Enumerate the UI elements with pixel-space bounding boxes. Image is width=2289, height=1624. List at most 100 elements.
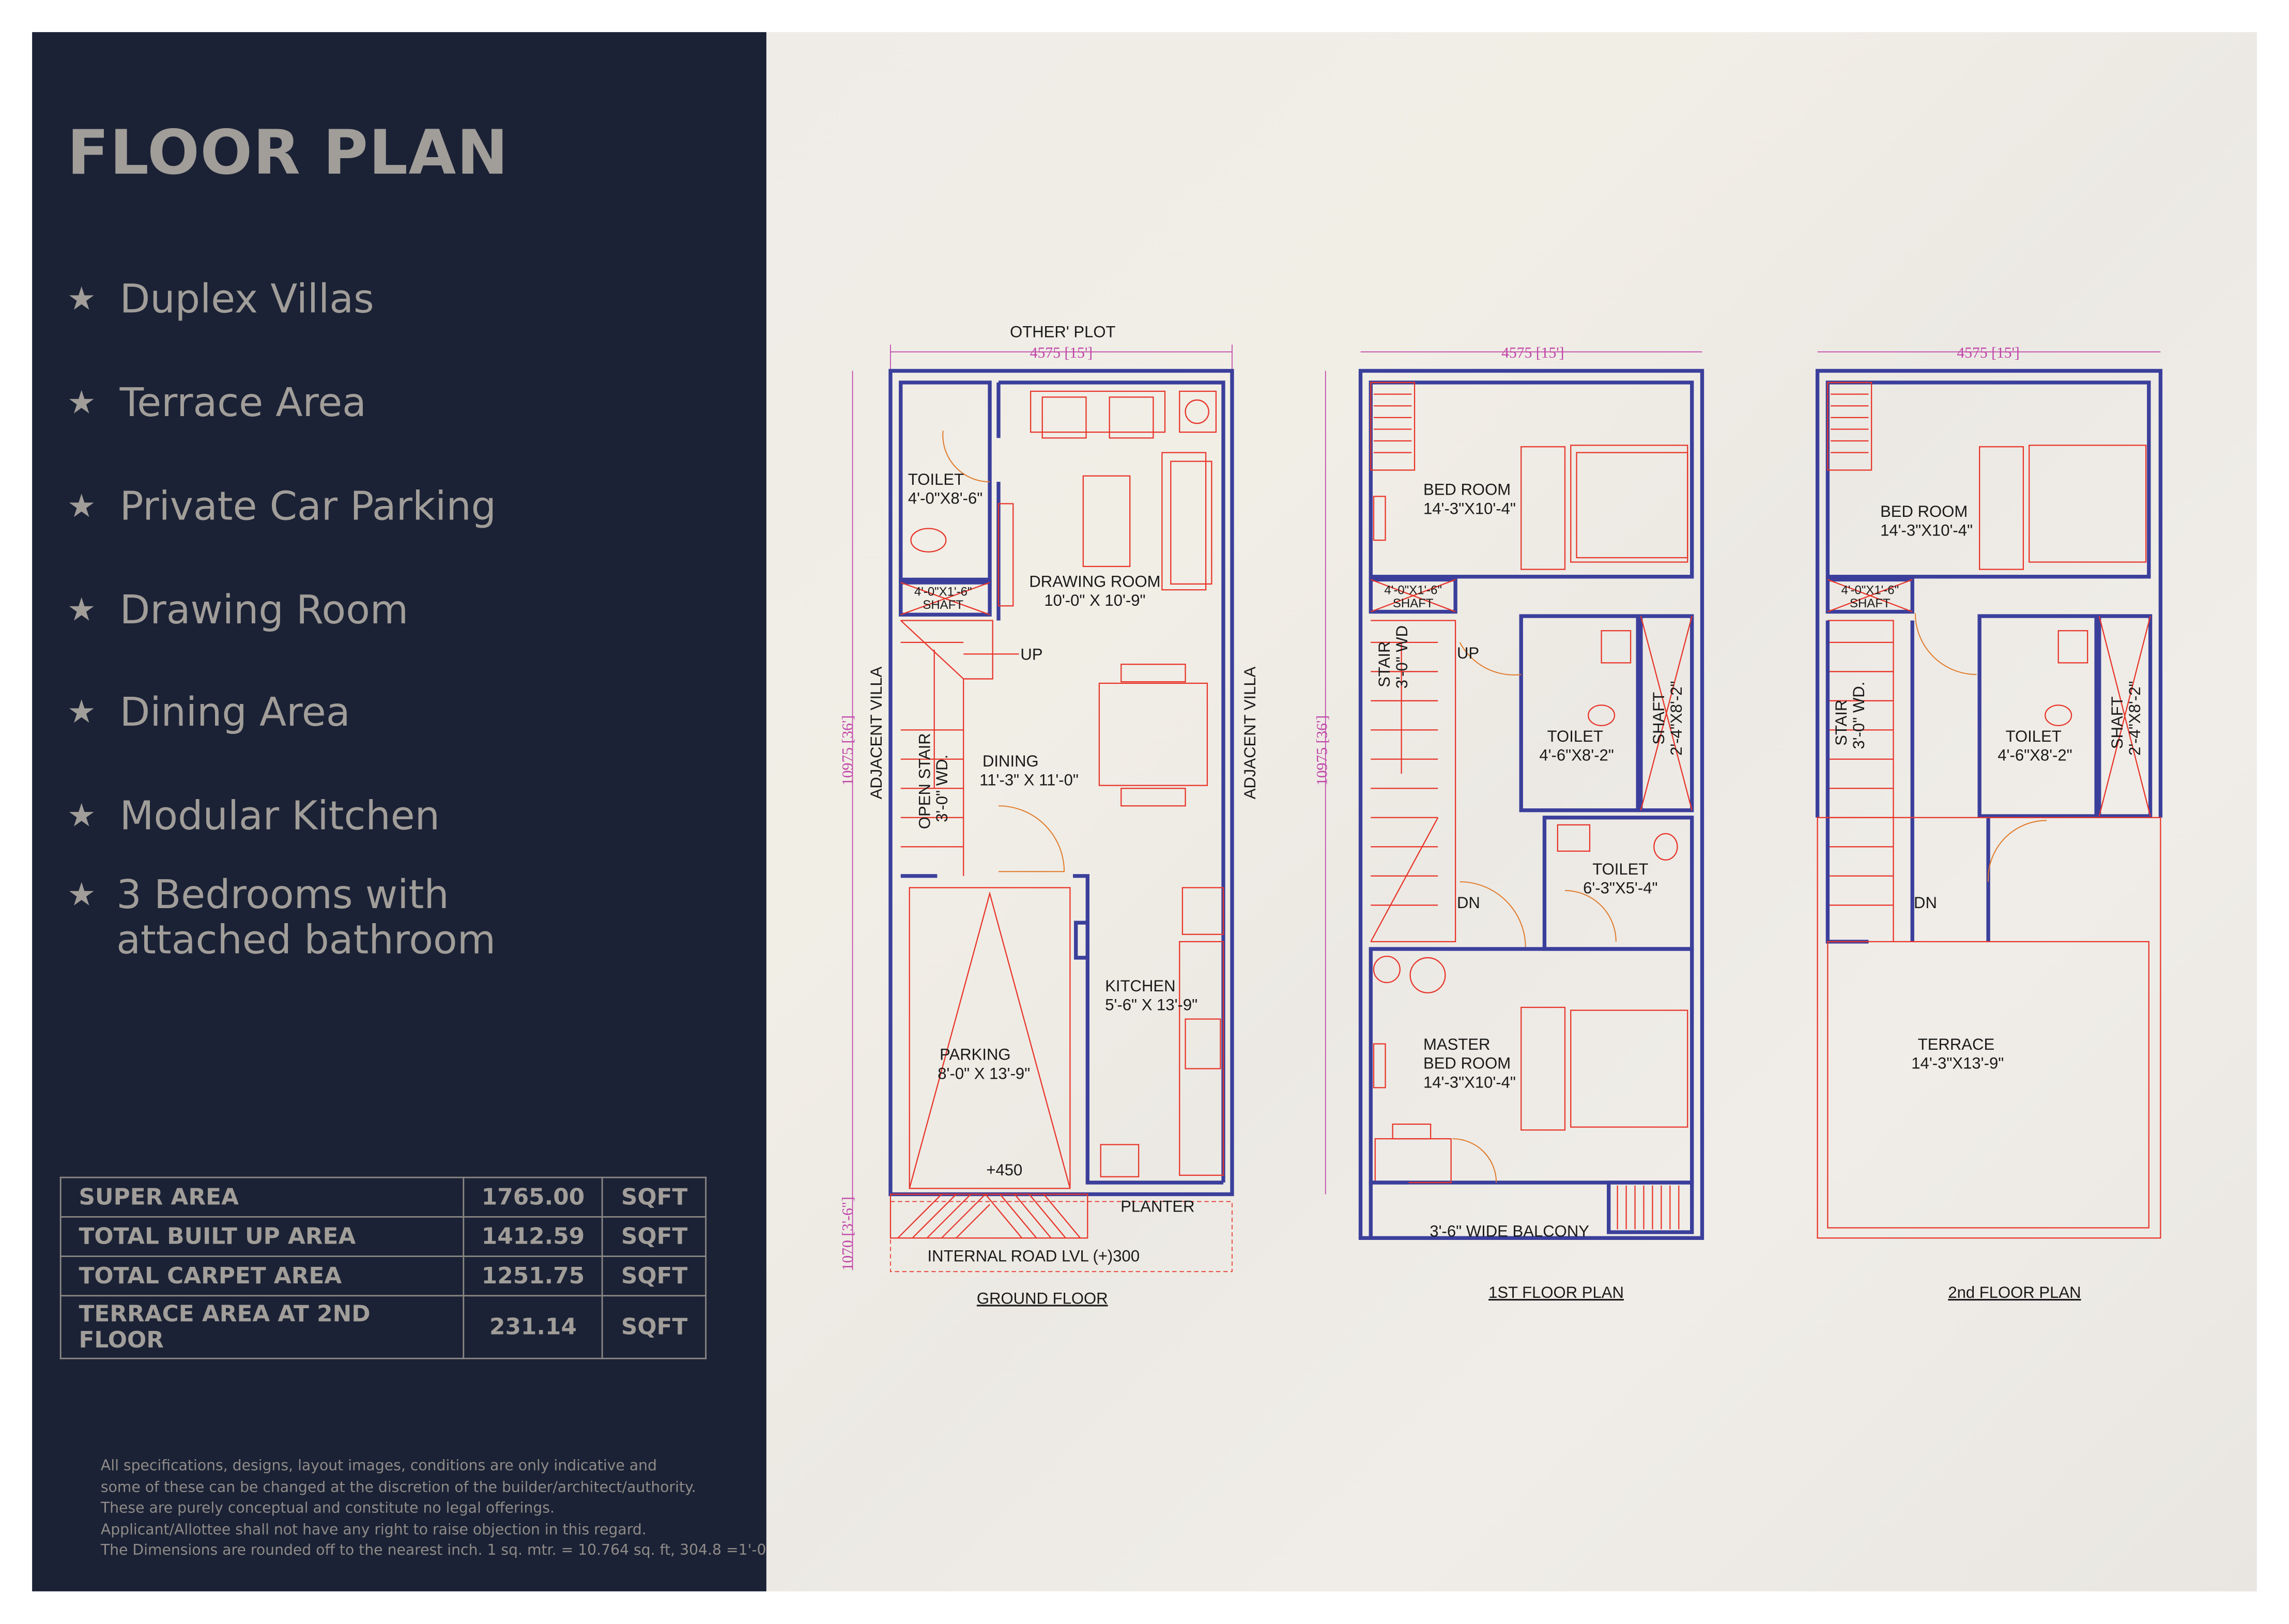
star-icon: ★ <box>67 695 96 732</box>
feature-item: ★ 3 Bedrooms with attached bathroom <box>67 873 622 963</box>
room-size: 4'-0"X1'-6" <box>1384 584 1442 597</box>
feature-item: ★ Drawing Room <box>67 588 408 634</box>
room-size: 6'-3"X5'-4" <box>1583 879 1657 897</box>
room-label: 3'-6" WIDE BALCONY <box>1430 1222 1589 1240</box>
room-label: SHAFT <box>1650 692 1668 745</box>
stair-direction: UP <box>1457 644 1479 662</box>
feature-label: Drawing Room <box>119 588 409 634</box>
adjacent-villa-right: ADJACENT VILLA <box>1241 666 1259 799</box>
room-label: DINING <box>982 752 1039 770</box>
area-label: TOTAL BUILT UP AREA <box>59 1216 464 1257</box>
room-size: 14'-3"X10'-4" <box>1880 522 1973 540</box>
stair-direction: DN <box>1914 894 1937 912</box>
room-label: SHAFT <box>1393 596 1434 610</box>
room-label: STAIR <box>1375 641 1393 687</box>
room-size: 4'-0"X8'-6" <box>908 489 982 507</box>
width-dimension: 4575 [15'] <box>1957 345 2019 361</box>
room-label: BED ROOM <box>1880 502 1968 520</box>
feature-item: ★ Modular Kitchen <box>67 794 440 840</box>
room-label: STAIR <box>1832 700 1850 746</box>
area-unit: SQFT <box>602 1216 707 1257</box>
room-size: 14'-3"X10'-4" <box>1423 499 1516 517</box>
area-label: TERRACE AREA AT 2ND FLOOR <box>59 1295 464 1359</box>
room-label: SHAFT <box>1850 596 1891 610</box>
star-icon: ★ <box>67 799 96 835</box>
room-label: TOILET <box>1547 727 1603 745</box>
road-label: INTERNAL ROAD LVL (+)300 <box>928 1247 1140 1265</box>
plan-caption: 1ST FLOOR PLAN <box>1488 1283 1624 1301</box>
plan-caption: GROUND FLOOR <box>977 1289 1108 1307</box>
disclaimer: All specifications, designs, layout imag… <box>101 1457 766 1564</box>
room-size: 11'-3" X 11'-0" <box>979 771 1079 789</box>
area-value: 1765.00 <box>463 1176 604 1218</box>
star-icon: ★ <box>67 385 96 422</box>
feature-item: ★ Dining Area <box>67 691 350 736</box>
ground-floor-plan: OTHER' PLOT 4575 [15'] 10975 [36'] 1070 … <box>840 323 1259 1307</box>
room-label: MASTER <box>1423 1035 1490 1053</box>
room-label: TOILET <box>2006 727 2062 745</box>
feature-item: ★ Duplex Villas <box>67 278 374 323</box>
room-size: 4'-0"X1'-6" <box>1841 584 1899 597</box>
width-dimension: 4575 [15'] <box>1030 345 1093 361</box>
feature-label: Modular Kitchen <box>119 794 440 840</box>
star-icon: ★ <box>67 282 96 318</box>
room-size: 8'-0" X 13'-9" <box>938 1064 1030 1082</box>
area-label: SUPER AREA <box>59 1176 464 1218</box>
area-label: TOTAL CARPET AREA <box>59 1255 464 1297</box>
star-icon: ★ <box>67 877 96 914</box>
room-label: PLANTER <box>1120 1197 1194 1215</box>
second-floor-plan: 4575 [15'] BED ROOM 14'-3"X10'-4" 4'-0"X… <box>1815 345 2163 1301</box>
room-label: BED ROOM <box>1423 481 1511 499</box>
first-floor-plan: 4575 [15'] 10975 [36'] BED ROOM 14'-3"X1… <box>1314 345 1704 1301</box>
room-label: SHAFT <box>2108 696 2126 749</box>
feature-label: Terrace Area <box>119 381 366 426</box>
feature-item: ★Private Car Parking <box>67 485 496 530</box>
depth-dimension: 10975 [36'] <box>840 715 856 786</box>
plan-caption: 2nd FLOOR PLAN <box>1948 1283 2081 1301</box>
room-label: OPEN STAIR <box>915 733 933 829</box>
area-value: 231.14 <box>463 1295 604 1359</box>
area-value: 1251.75 <box>463 1255 604 1297</box>
room-size: 3'-0" WD. <box>933 755 951 822</box>
stair-direction: UP <box>1020 646 1042 664</box>
disclaimer-line: some of these can be changed at the disc… <box>100 1479 696 1496</box>
room-label: SHAFT <box>923 598 963 612</box>
disclaimer-line: The Dimensions are rounded off to the ne… <box>100 1543 766 1560</box>
plan-background <box>766 32 2257 1591</box>
info-panel: FLOOR PLAN ★Duplex Villas ★Terrace Area … <box>32 32 766 1591</box>
room-label: PARKING <box>940 1046 1011 1064</box>
feature-label: Dining Area <box>119 691 350 736</box>
feature-label: 3 Bedrooms with attached bathroom <box>116 873 496 964</box>
other-plot-label: OTHER' PLOT <box>1010 323 1115 341</box>
area-value: 1412.59 <box>463 1216 604 1257</box>
room-label: TERRACE <box>1918 1035 1994 1053</box>
room-size: 4'-6"X8'-2" <box>1998 746 2072 764</box>
room-label: BED ROOM <box>1423 1054 1511 1073</box>
feature-label: Duplex Villas <box>119 277 374 323</box>
room-label: TOILET <box>1592 860 1648 878</box>
room-size: 2'-4"X8'-2" <box>1667 681 1685 755</box>
feature-item: ★ Terrace Area <box>67 381 366 426</box>
disclaimer-line: Applicant/Allottee shall not have any ri… <box>100 1522 647 1539</box>
adjacent-villa-left: ADJACENT VILLA <box>867 666 885 799</box>
width-dimension: 4575 [15'] <box>1501 345 1564 361</box>
room-size: 4'-0"X1'-6" <box>914 585 972 599</box>
room-size: 14'-3"X10'-4" <box>1423 1073 1516 1091</box>
area-unit: SQFT <box>602 1295 707 1359</box>
room-label: KITCHEN <box>1105 977 1175 995</box>
star-icon: ★ <box>67 489 96 526</box>
star-icon: ★ <box>67 592 96 630</box>
disclaimer-line: All specifications, designs, layout imag… <box>100 1458 657 1475</box>
front-dimension: 1070 [3'-6"] <box>840 1197 856 1270</box>
level-label: +450 <box>986 1161 1022 1179</box>
room-size: 3'-0" WD <box>1393 625 1411 688</box>
area-unit: SQFT <box>602 1255 707 1297</box>
room-size: 4'-6"X8'-2" <box>1539 746 1614 764</box>
room-label: TOILET <box>908 470 964 488</box>
